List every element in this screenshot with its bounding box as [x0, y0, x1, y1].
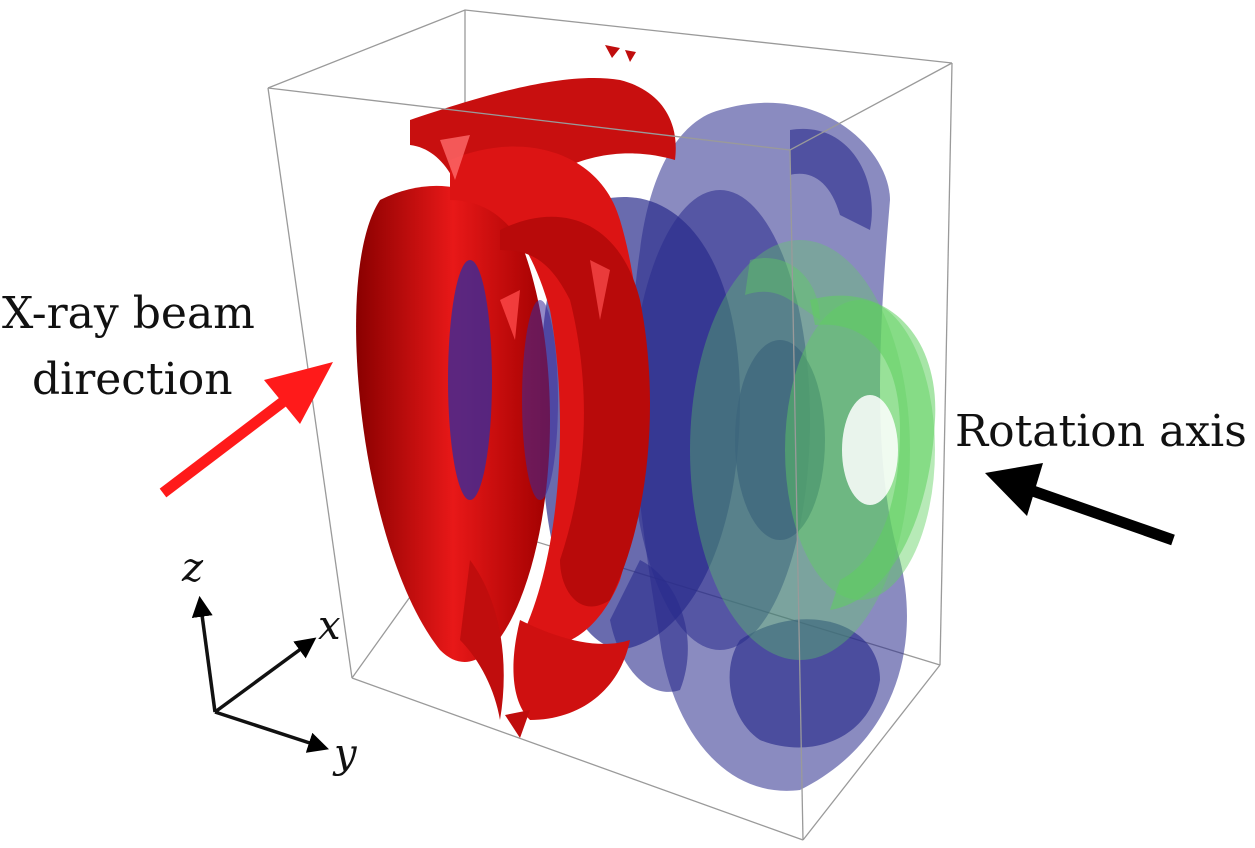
beam-label-line2: direction — [32, 354, 233, 405]
rotation-axis-arrow — [985, 463, 1175, 546]
beam-direction-arrow — [159, 362, 333, 498]
axis-label-z: z — [182, 545, 204, 591]
coordinate-axes — [191, 595, 329, 753]
axis-label-x: x — [318, 603, 341, 649]
beam-label-line1: X-ray beam — [2, 288, 255, 339]
blue-isosurface — [540, 102, 907, 791]
axis-label-y: y — [334, 731, 357, 777]
rotation-axis-label: Rotation axis — [955, 406, 1247, 457]
green-isosurface — [690, 240, 936, 660]
